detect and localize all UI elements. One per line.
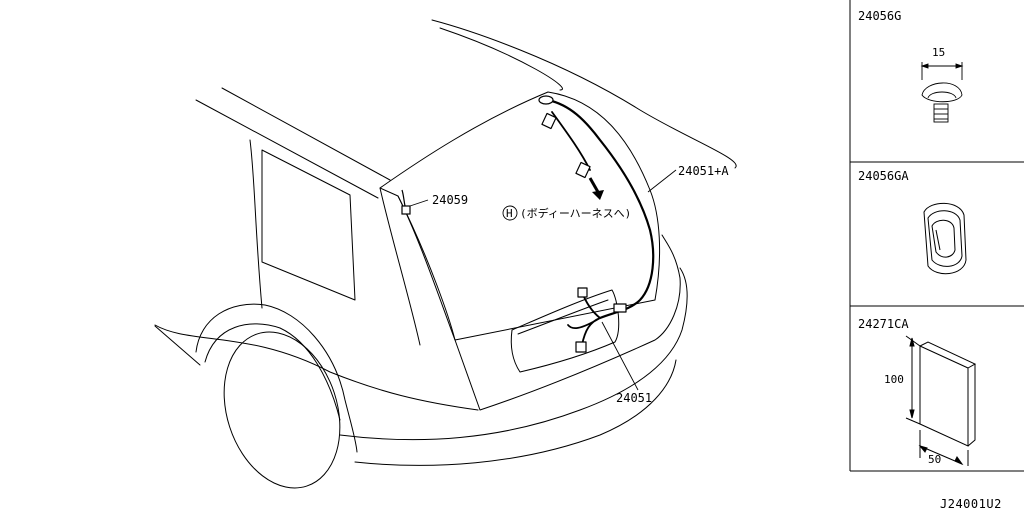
grommet-top: [538, 95, 554, 105]
connector-lower-c: [577, 287, 588, 298]
panel-part-24271CA: 24271CA: [858, 317, 909, 331]
license-plate-recess: [510, 289, 620, 373]
harness-main-24051A: [546, 98, 655, 320]
dim-15: 15: [932, 46, 945, 59]
roof-line-inner: [439, 27, 563, 91]
diagram-code: J24001U2: [940, 497, 1002, 511]
license-plate-inner: [517, 299, 609, 335]
panel-24056GA: 24056GA: [858, 169, 967, 275]
panel-24056G: 24056G 15: [858, 9, 964, 123]
grommet-icon: [923, 202, 967, 275]
side-window: [261, 149, 356, 301]
connector-upper: [541, 112, 557, 130]
label-24051A: 24051+A: [678, 164, 729, 178]
rear-tire: [223, 331, 341, 489]
dim-50: 50: [928, 453, 941, 466]
tailgate-edge: [379, 187, 421, 346]
connector-lower-b: [575, 341, 587, 353]
connector-mid: [575, 161, 591, 179]
note-circle-letter: H: [506, 207, 513, 220]
panel-part-24056G: 24056G: [858, 9, 901, 23]
vehicle-rear-view: [154, 19, 737, 489]
body-side-line: [154, 324, 479, 411]
leader-lines: [409, 169, 677, 391]
side-panel-frame: [849, 0, 1024, 472]
roof-line-side: [221, 87, 391, 181]
roof-line-side-lower: [195, 99, 379, 199]
clip-24059: [401, 189, 411, 215]
wheel-arch: [195, 303, 358, 453]
tailgate-outline: [397, 195, 681, 411]
dim-100: 100: [884, 373, 904, 386]
wheel-arch-inner: [204, 323, 341, 421]
wire-harness: [538, 95, 655, 353]
pad-icon: [919, 345, 969, 447]
label-24051: 24051: [616, 391, 652, 405]
side-pillar: [249, 139, 263, 309]
rear-bumper: [339, 267, 688, 441]
connector-lower-a: [613, 303, 627, 313]
roof-line-outer: [431, 19, 737, 169]
clip-stem-icon: [933, 103, 949, 123]
panel-24271CA: 24271CA 100 50: [858, 317, 977, 466]
label-24059: 24059: [432, 193, 468, 207]
note-text: (ボディーハーネスへ): [520, 206, 631, 220]
body-front-edge: [154, 325, 201, 366]
note-circle: [502, 205, 518, 221]
direction-arrow: [588, 177, 604, 200]
bumper-lower: [354, 359, 677, 466]
panel-part-24056GA: 24056GA: [858, 169, 909, 183]
